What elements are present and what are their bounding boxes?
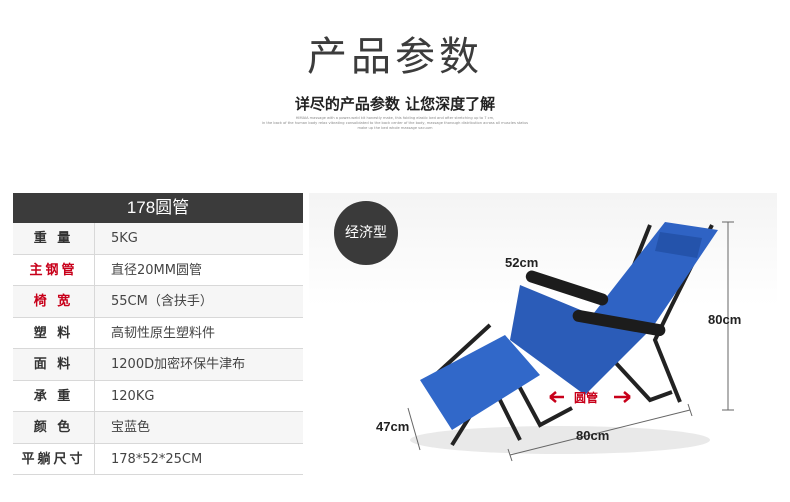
spec-rows: 重 量 5KG 主钢管直径20MM圆管椅 宽 55CM（含扶手） 塑 料高韧性原生塑料件…	[13, 223, 303, 475]
spec-label: 面 料	[13, 349, 95, 380]
armrest-width-label: 52cm	[505, 255, 539, 270]
spec-label: 重 量	[13, 223, 95, 254]
spec-value: 120KG	[111, 388, 155, 404]
spec-value: 178*52*25CM	[111, 451, 203, 467]
spec-value: 直径20MM圆管	[111, 262, 202, 278]
leg-height-label: 47cm	[376, 419, 410, 434]
length-label: 80cm	[576, 428, 610, 443]
spec-label: 主钢管	[13, 254, 95, 285]
spec-label: 椅 宽	[13, 286, 95, 317]
left-arrow-icon	[549, 391, 564, 403]
floor-shadow	[410, 426, 710, 454]
page-title: 产品参数	[307, 34, 483, 80]
spec-row: 颜 色 宝蓝色	[13, 412, 303, 444]
spec-value: 高韧性原生塑料件	[111, 325, 216, 341]
spec-value: 1200D加密环保牛津布	[111, 357, 246, 372]
spec-label: 塑 料	[13, 317, 95, 348]
spec-row: 主钢管直径20MM圆管	[13, 254, 303, 286]
page-subtitle: 详尽的产品参数 让您深度了解	[294, 95, 496, 113]
fine-print-line: in the back of the human body relax vibr…	[261, 121, 529, 125]
spec-value: 5KG	[111, 231, 138, 246]
spec-value: 55CM（含扶手）	[111, 294, 213, 309]
length-dimension-line	[509, 409, 691, 456]
spec-row: 椅 宽 55CM（含扶手）	[13, 286, 303, 318]
spec-value: 宝蓝色	[111, 420, 151, 435]
height-label: 80cm	[708, 312, 742, 327]
armrest-right	[572, 309, 666, 337]
spec-row: 平躺尺寸 178*52*25CM	[13, 443, 303, 475]
right-arrow-icon	[614, 391, 631, 403]
chair-pillow	[655, 232, 702, 258]
chair-fabric-seat	[510, 285, 650, 395]
spec-row: 承 重 120KG	[13, 380, 303, 412]
chair-fabric-legrest	[420, 335, 540, 430]
tube-label: 圆管	[574, 391, 599, 405]
spec-label: 承 重	[13, 380, 95, 411]
economy-badge: 经济型	[334, 201, 398, 265]
leg-dimension-line	[407, 407, 421, 451]
fine-print-line: HIMAIA massage with a power-weld kit hon…	[295, 116, 495, 120]
spec-row: 重 量 5KG	[13, 223, 303, 255]
spec-row: 塑 料高韧性原生塑料件	[13, 317, 303, 349]
spec-table-header: 178圆管	[13, 193, 303, 223]
spec-row: 面 料 1200D加密环保牛津布	[13, 349, 303, 381]
spec-table: 178圆管 重 量 5KG 主钢管直径20MM圆管椅 宽 55CM（含扶手） 塑 料高韧…	[13, 193, 303, 475]
armrest-left	[525, 270, 609, 306]
spec-label: 颜 色	[13, 412, 95, 443]
spec-label: 平躺尺寸	[13, 443, 95, 474]
fine-print-line: make up the bed whole massage vacuum	[357, 126, 433, 130]
